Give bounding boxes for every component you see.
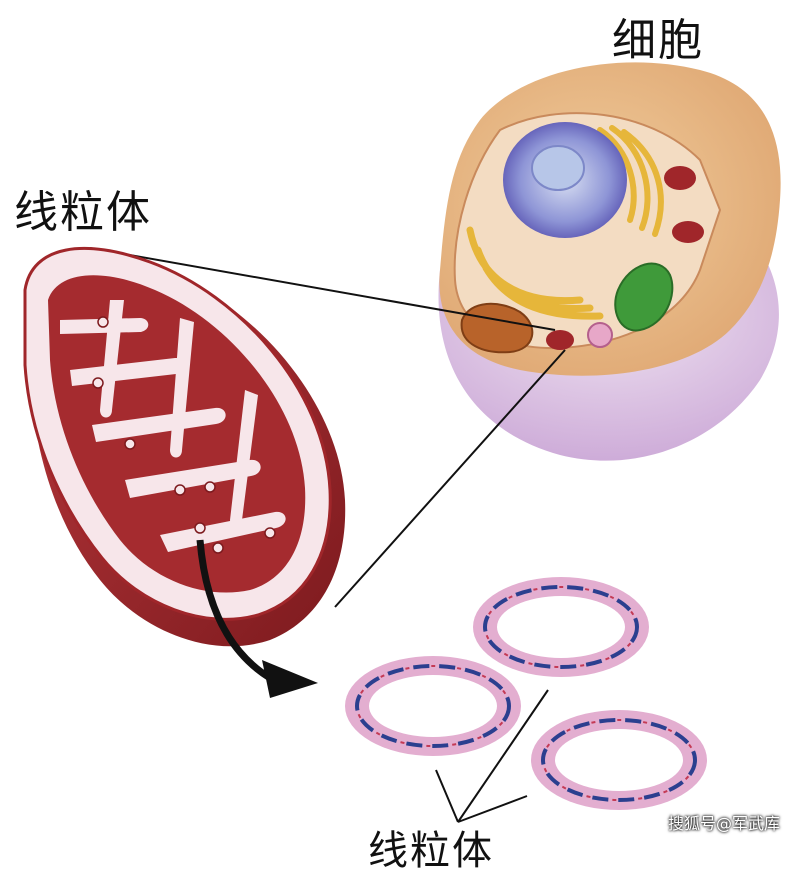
chloroplast: [614, 262, 674, 332]
dna-ring-top: [473, 577, 649, 677]
watermark: 搜狐号@军武库: [668, 814, 781, 833]
endoplasmic-reticulum: [466, 226, 604, 320]
dna-ring-right: [531, 710, 707, 810]
cell-label: 细胞: [612, 15, 704, 66]
matrix-granules: [92, 316, 276, 554]
dna-ring-left: [345, 656, 521, 756]
vesicle: [587, 322, 613, 348]
cell-mitochondrion-a: [664, 166, 696, 190]
cell-illustration: [438, 62, 781, 461]
nucleolus: [531, 145, 585, 191]
bottom-label-pointers: [435, 689, 549, 823]
golgi-apparatus: [597, 125, 664, 237]
cell-mitochondria-diagram: 细胞 线粒体 线粒体 搜狐号@军武库: [14, 15, 781, 874]
cell-mitochondrion-b: [672, 221, 704, 243]
zoom-lines: [89, 247, 566, 608]
bottom-label-partial: 线粒体: [368, 828, 494, 874]
diagram-canvas: [23, 62, 781, 823]
dna-arrow: [196, 539, 272, 681]
cristae: [60, 300, 286, 552]
mtdna-rings: [345, 577, 707, 810]
dna-arrow-head: [262, 660, 318, 698]
mitochondrion-label: 线粒体: [14, 187, 152, 238]
cell-mitochondrion-c: [546, 330, 574, 350]
mitochondrion-illustration: [23, 246, 346, 698]
